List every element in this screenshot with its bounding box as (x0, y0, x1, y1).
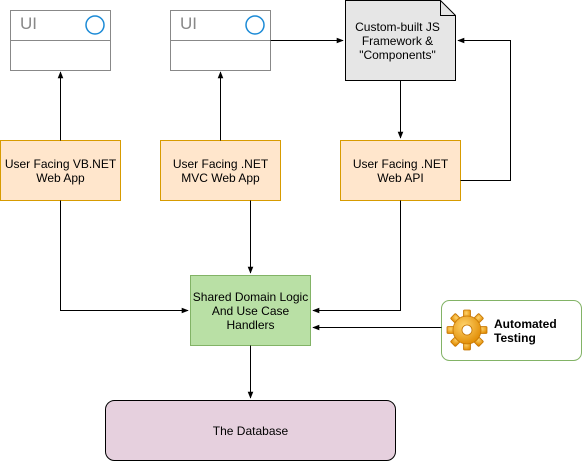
ui-window-left (10, 10, 111, 71)
edge-api-to-domain (312, 200, 401, 314)
domain-logic-box (190, 275, 311, 346)
ui-left-title: UI (20, 14, 37, 33)
automated-testing-label: Automated Testing (494, 317, 557, 345)
ui-circle-icon (245, 15, 265, 35)
database-box (105, 400, 396, 461)
database-label: The Database (212, 423, 289, 438)
ui-mid-title: UI (180, 14, 197, 33)
mvc-app-box (160, 140, 281, 201)
web-api-label: User Facing .NET Web API (352, 156, 449, 185)
gear-icon (446, 309, 488, 351)
web-api-box (340, 140, 461, 201)
domain-logic-label: Shared Domain Logic And Use Case Handler… (192, 289, 309, 332)
ui-window-mid (170, 10, 271, 71)
mvc-app-label: User Facing .NET MVC Web App (172, 156, 269, 185)
vbnet-app-label: User Facing VB.NET Web App (4, 156, 117, 185)
edge-vbnet-to-domain (60, 200, 189, 314)
js-framework-note (345, 0, 456, 81)
edge-api-to-framework (457, 37, 511, 181)
js-framework-label: Custom-built JS Framework & "Components" (355, 20, 440, 62)
ui-circle-icon (85, 15, 105, 35)
